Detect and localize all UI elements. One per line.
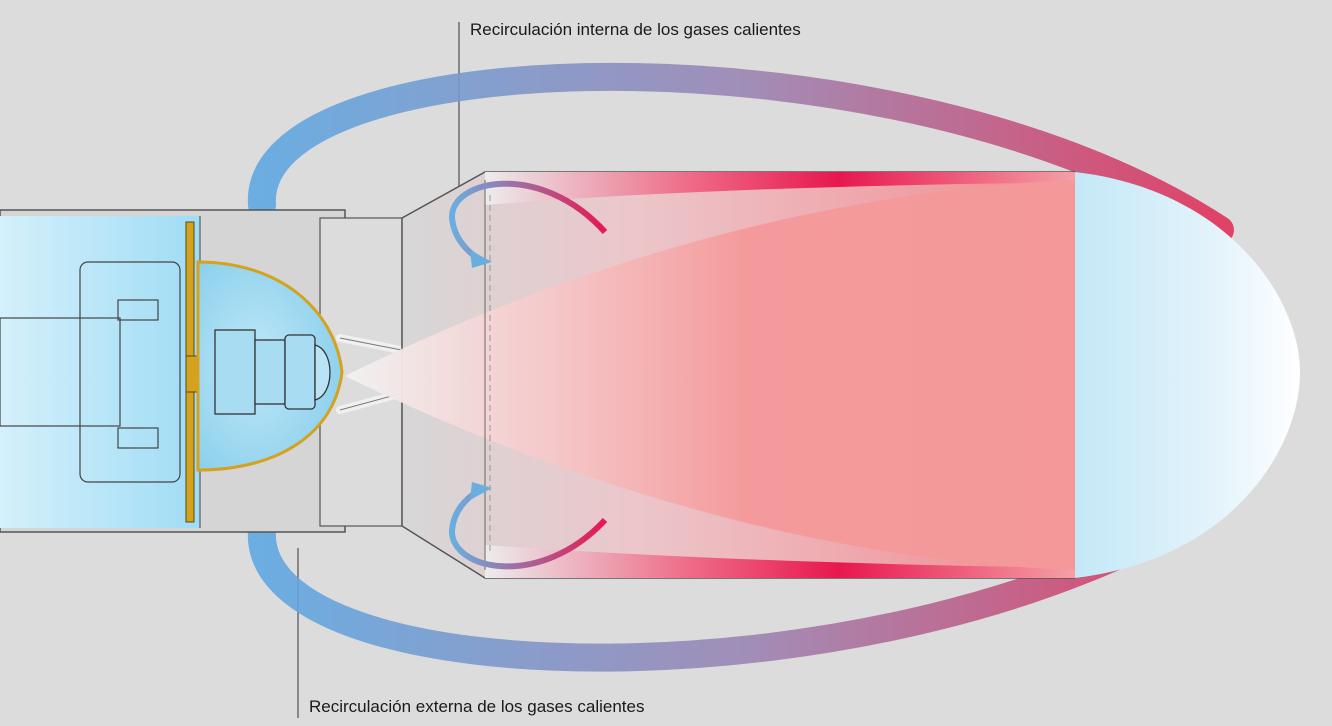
flame-edge-top bbox=[485, 172, 1075, 205]
internal-recirculation-arrow-top bbox=[448, 180, 608, 265]
flame-tip bbox=[1075, 172, 1300, 578]
external-recirculation-label: Recirculación externa de los gases calie… bbox=[309, 697, 645, 716]
outer-recirculation-arc-top bbox=[247, 62, 1234, 244]
internal-recirculation-label: Recirculación interna de los gases calie… bbox=[470, 20, 801, 39]
flame-cone bbox=[345, 180, 1075, 570]
nozzle-body bbox=[214, 329, 256, 415]
air-supply-zone bbox=[0, 216, 200, 528]
flame-edge-bottom bbox=[485, 545, 1075, 578]
internal-recirculation-arrow-bottom bbox=[448, 485, 608, 570]
